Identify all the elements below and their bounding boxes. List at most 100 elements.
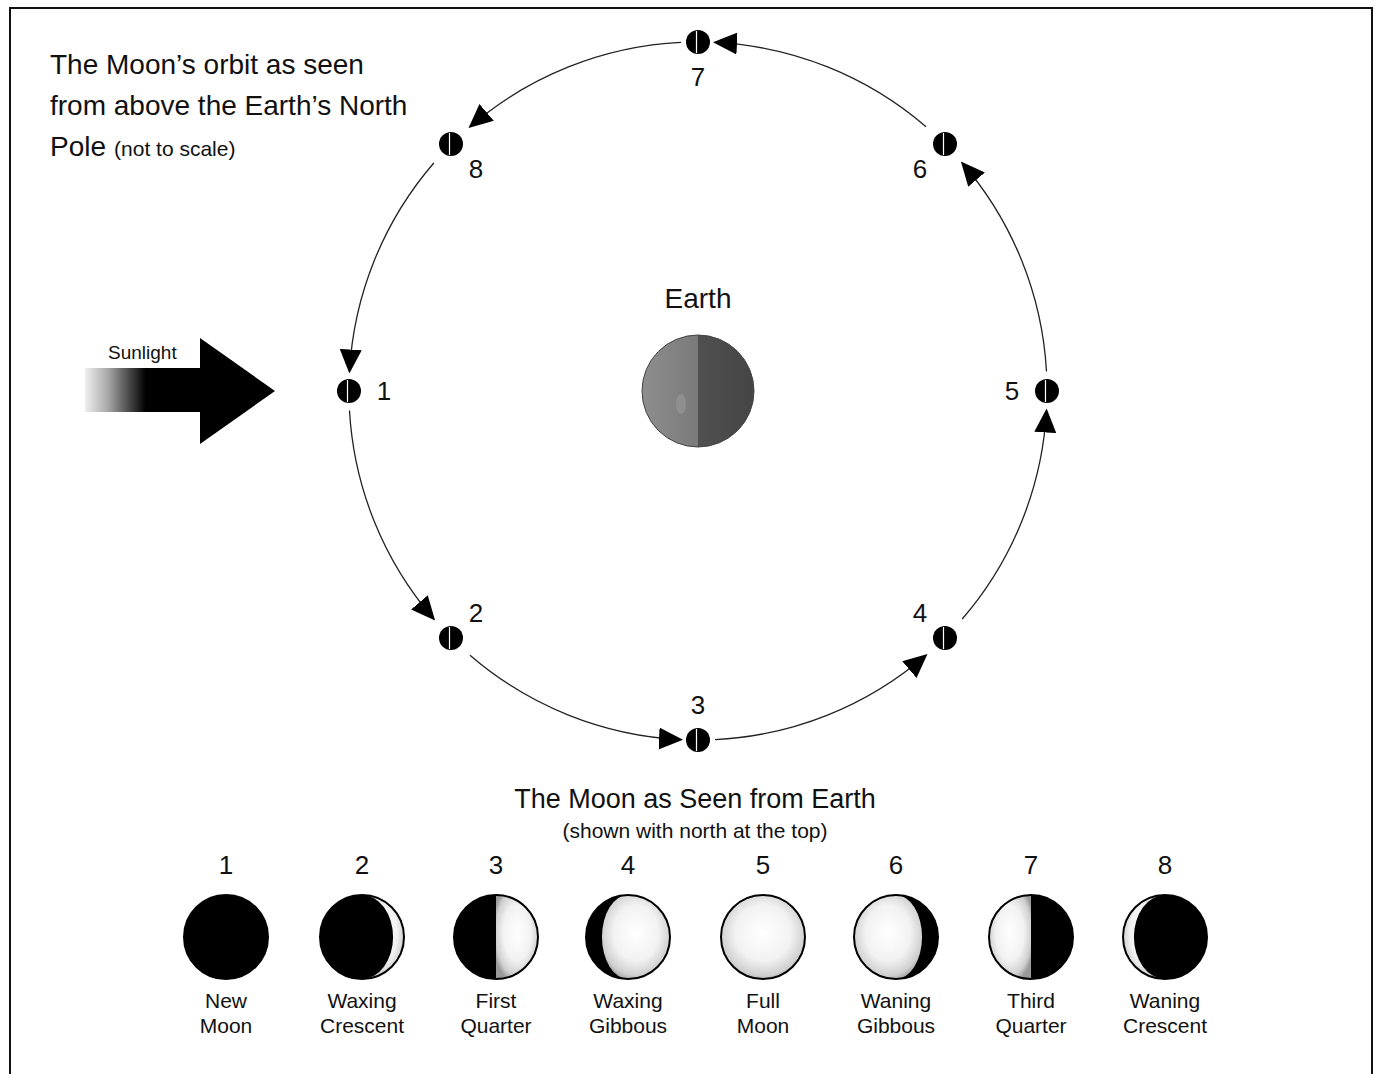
orbit-arrow [962,163,1046,372]
phase-name: Waxing Gibbous [589,988,667,1038]
moon-phase-picture [181,892,271,982]
orbit-arrow [470,42,681,126]
moon-dot-terminator [696,729,697,751]
earth: Earth [636,283,760,449]
phase-name: New Moon [200,988,253,1038]
moon-dot-body [686,30,710,54]
phase-number: 3 [489,850,503,881]
callout-number: 1 [377,376,391,406]
moon-outline [320,895,404,979]
earth-circle [642,335,754,447]
moon-phase: 2Waxing Crescent [300,846,424,1040]
heading-label: The Moon as Seen from Earth [514,784,876,815]
moon-dot-terminator [449,627,450,649]
orbit-arrow [715,42,926,126]
moon-dot-body [686,728,710,752]
moon-phase: 8Waning Crescent [1103,846,1227,1040]
moon-dot-terminator [347,380,348,402]
moon-dot-body [1035,379,1059,403]
moon-outline [184,895,268,979]
earth-globe [641,334,755,448]
moon-dark-side [1123,895,1207,979]
moon-dot [685,727,711,753]
moon-lit-side [1123,895,1165,979]
moon-phase: 4Waxing Gibbous [566,846,690,1040]
moon-lit-side [496,895,538,979]
moon-dot-body [439,132,463,156]
moon-dot-body [439,626,463,650]
moon-dot [932,131,958,157]
moon-outline [721,895,805,979]
orbit-moon: 8 [438,131,483,184]
phase-number: 7 [1024,850,1038,881]
moon-phase-picture [451,892,541,982]
orbit-arrow [350,163,434,372]
moon-dot-terminator [1045,380,1046,402]
phase-name: Waxing Crescent [320,988,404,1038]
moon-dark-side [854,895,938,979]
moon-phase-picture [583,892,673,982]
moon-outline [854,895,938,979]
phase-name: Third Quarter [995,988,1066,1038]
moon-lit-side [602,895,670,979]
moon-dot-body [933,626,957,650]
moon-dot-terminator [696,31,697,53]
moon-dot [336,378,362,404]
moon-lit-side [721,895,805,979]
phase-name: Full Moon [737,988,790,1038]
frame [10,8,1372,1074]
moon-dot [438,131,464,157]
orbit-moon: 4 [913,598,958,651]
phase-number: 6 [889,850,903,881]
moon-dark-side [586,895,670,979]
phase-number: 4 [621,850,635,881]
moon-phase-picture [1120,892,1210,982]
moon-phase: 3First Quarter [434,846,558,1040]
moon-phase-picture [986,892,1076,982]
moon-outline [1123,895,1207,979]
moon-lit-side [854,895,922,979]
sunlight-arrow [85,338,275,444]
moon-dot-body [933,132,957,156]
moon-phase: 5Full Moon [701,846,825,1040]
callout-number: 5 [1005,376,1019,406]
moon-outline [586,895,670,979]
moon-dot-terminator [943,133,944,155]
moon-dot-terminator [943,627,944,649]
moon-dot [438,625,464,651]
phase-number: 5 [756,850,770,881]
orbit-arrow [962,411,1046,620]
phase-name: First Quarter [460,988,531,1038]
moon-lit-side [362,895,404,979]
phase-number: 1 [219,850,233,881]
orbit-moon: 3 [685,690,711,753]
moon-dot [932,625,958,651]
phase-name: Waning Gibbous [857,988,935,1038]
moon-phase: 7Third Quarter [969,846,1093,1040]
orbit-arrow [715,655,926,739]
moon-phase-picture [317,892,407,982]
phase-number: 8 [1158,850,1172,881]
callout-number: 4 [913,598,927,628]
moon-outline [989,895,1073,979]
callout-number: 6 [913,154,927,184]
moon-dot [685,29,711,55]
callout-number: 7 [691,62,705,92]
moon-dark-side [989,895,1073,979]
moon-phase-picture [851,892,941,982]
title-block: The Moon’s orbit as seen from above the … [50,46,425,169]
moon-dot [1034,378,1060,404]
earth-land [676,394,686,414]
moon-lit-side [989,895,1031,979]
moon-dot-terminator [449,133,450,155]
moon-phase: 1New Moon [164,846,288,1040]
moon-dark-side [320,895,404,979]
phase-number: 2 [355,850,369,881]
moon-outline [454,895,538,979]
callout-number: 2 [469,598,483,628]
earth-label: Earth [665,283,732,315]
moon-dark-side [184,895,268,979]
heading-label: (shown with north at the top) [563,819,828,843]
